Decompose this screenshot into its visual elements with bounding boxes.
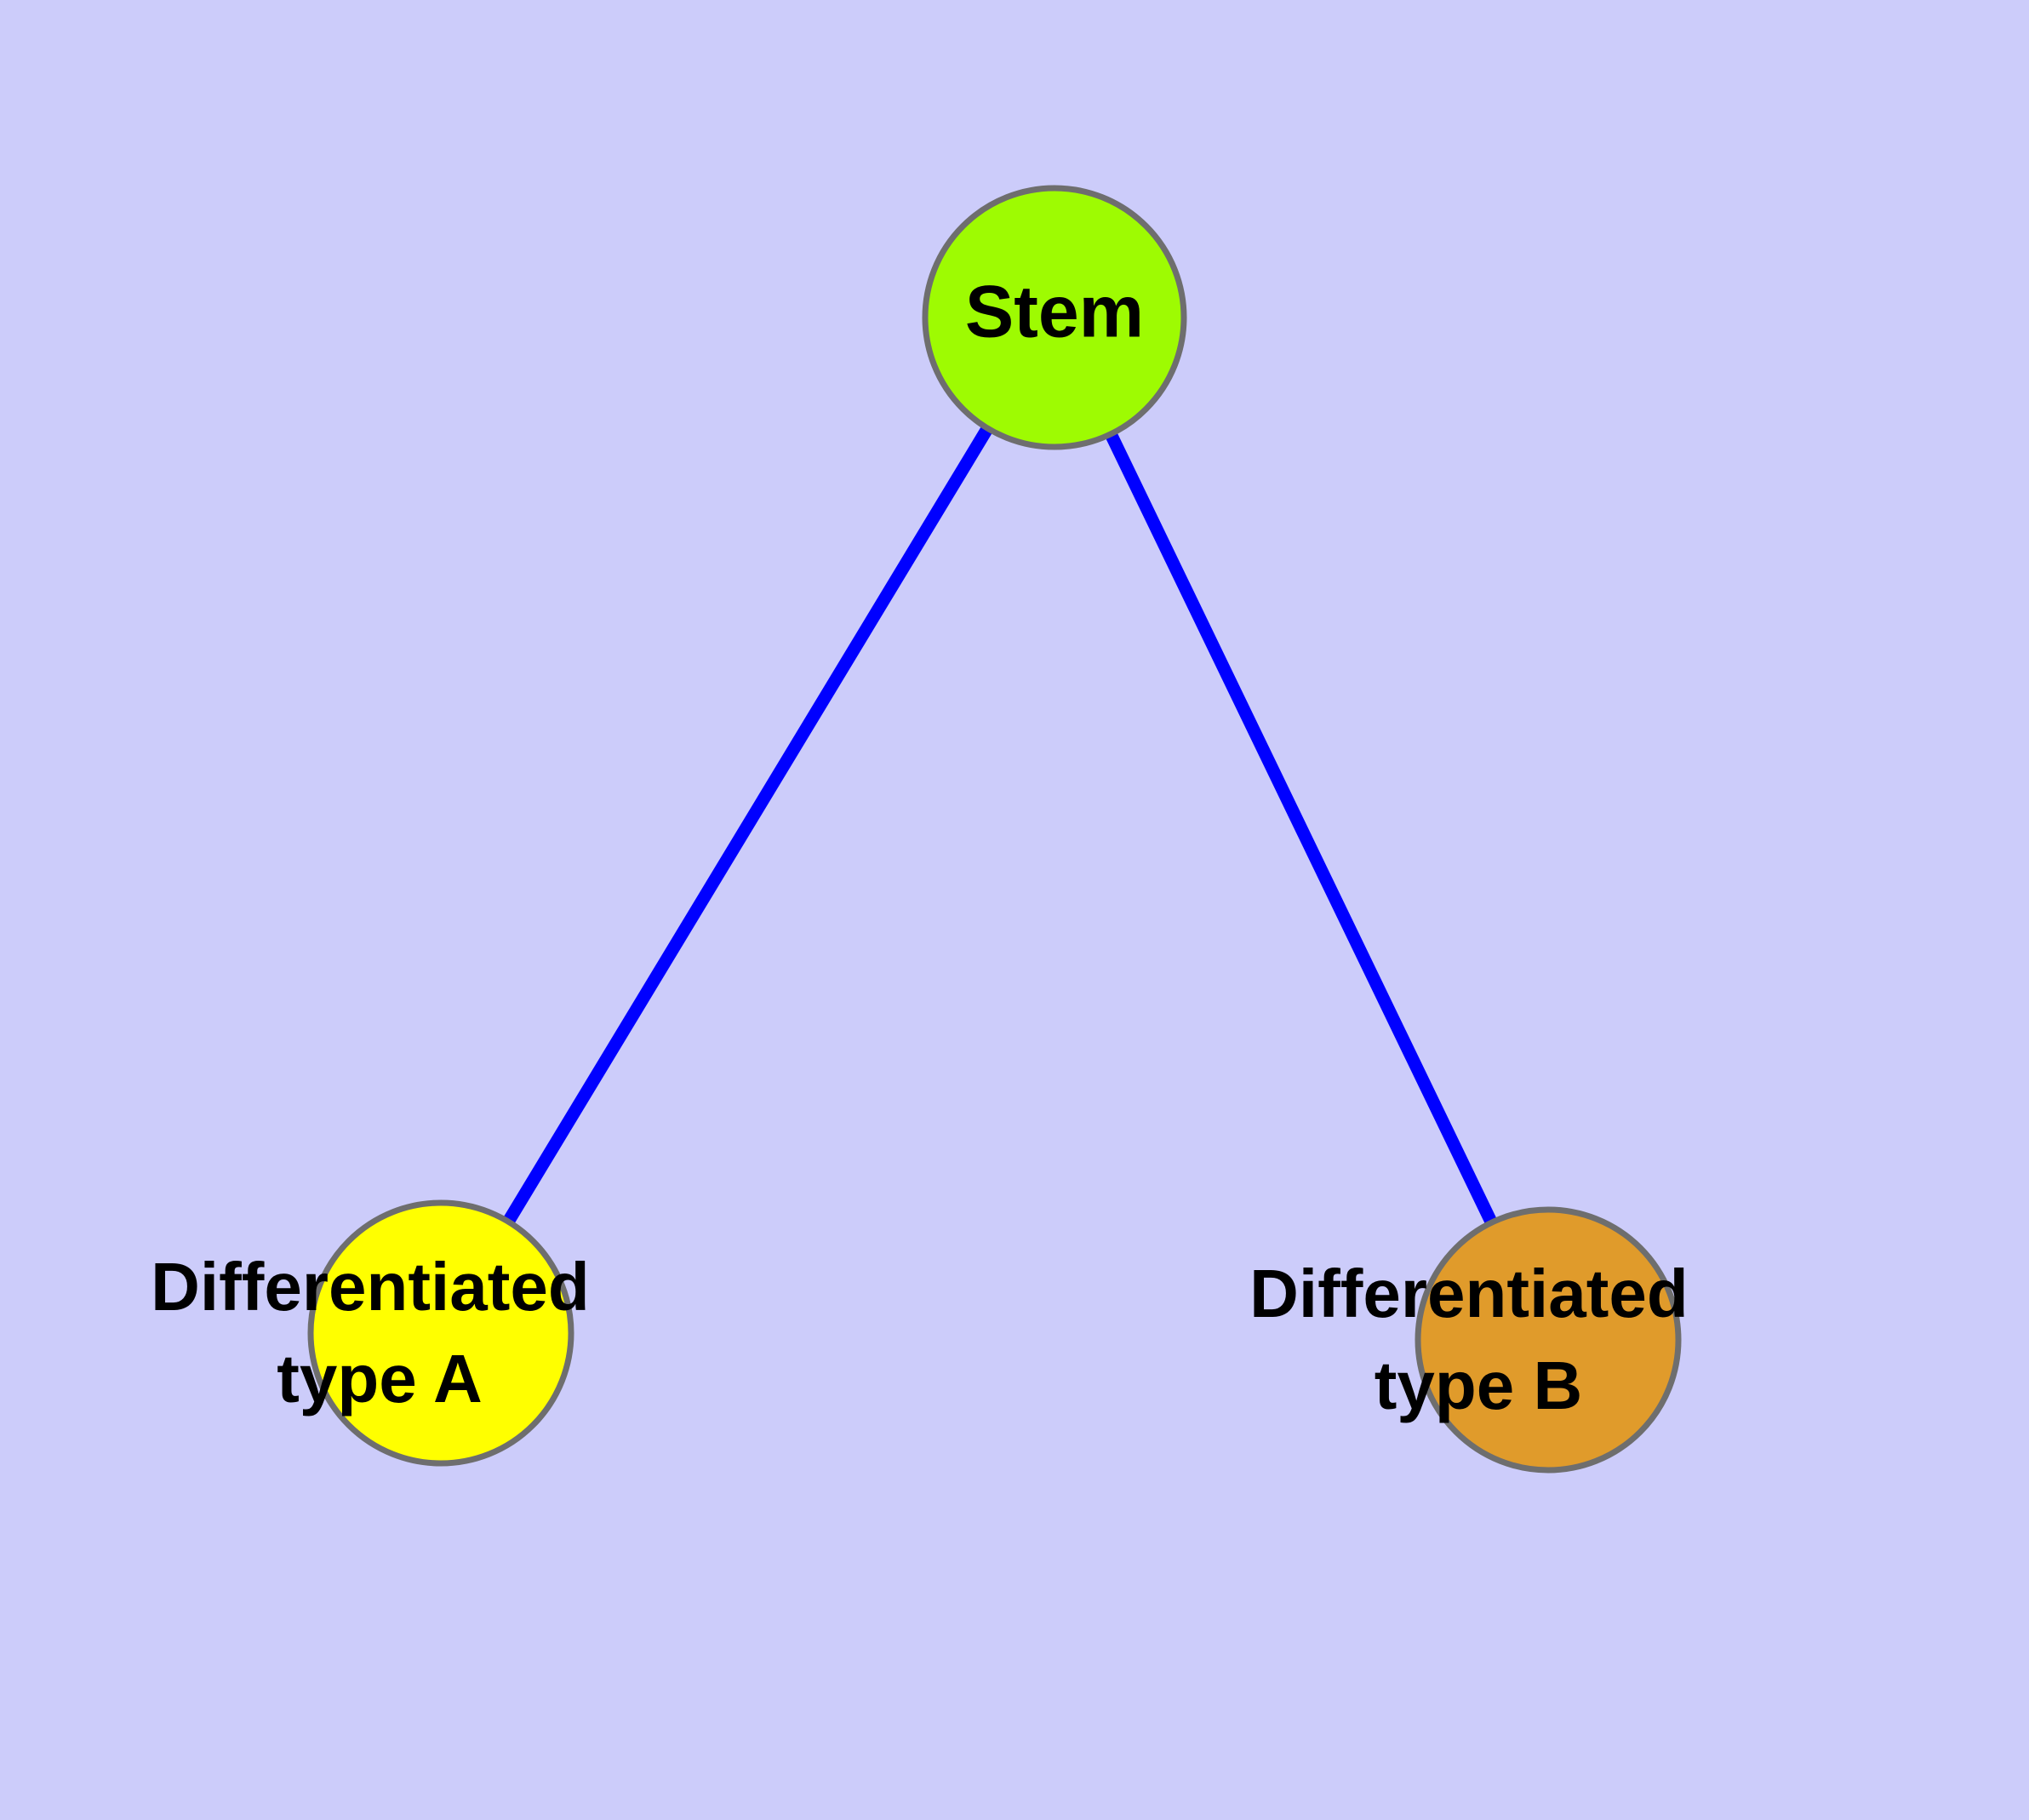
node-stem-circle[interactable] [922,185,1187,450]
node-diff-a-label-line2: type A [277,1341,483,1417]
node-diff-a-label-line1: Differentiated [151,1249,590,1325]
node-diff-a-label: Differentiated type A [151,1249,609,1417]
edge-stem-to-diff-a[interactable] [435,314,1060,1336]
node-stem[interactable]: Stem [922,185,1187,450]
node-diff-a[interactable] [307,1199,574,1467]
edge-layer [435,314,1554,1343]
node-stem-label: Stem [965,272,1144,353]
edge-stem-to-diff-b[interactable] [1049,314,1554,1343]
node-diff-b-label-line1: Differentiated [1249,1256,1689,1331]
node-diff-b[interactable] [1415,1206,1682,1474]
node-diff-b-circle[interactable] [1415,1206,1682,1474]
node-diff-b-label-line2: type B [1375,1348,1583,1423]
node-diff-b-label: Differentiated type B [1249,1256,1707,1423]
node-layer: Stem [307,185,1682,1474]
node-diff-a-circle[interactable] [307,1199,574,1467]
label-layer: Differentiated type A Differentiated typ… [151,1249,1707,1423]
